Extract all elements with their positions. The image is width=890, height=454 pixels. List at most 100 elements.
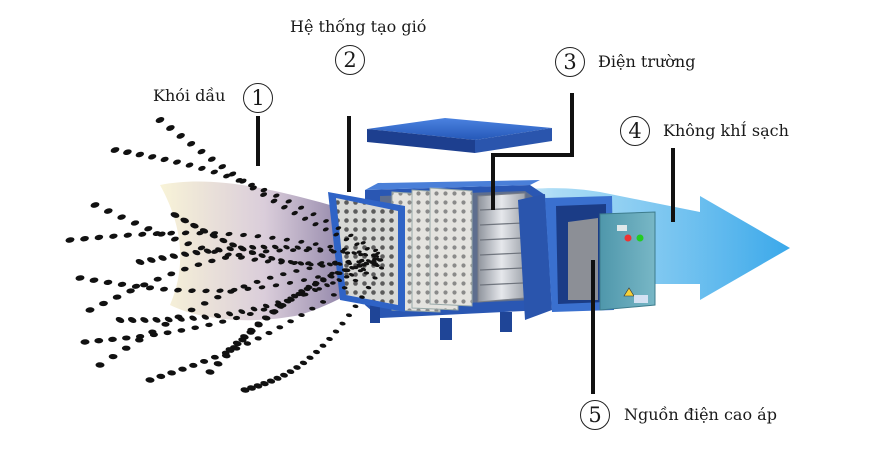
smoke-particle [89,277,99,283]
smoke-particle [156,373,166,380]
smoke-particle [294,245,301,250]
smoke-particle [205,322,213,328]
smoke-particle [261,315,270,321]
smoke-particle [298,239,305,244]
smoke-particle [264,259,272,264]
smoke-particle [225,347,235,353]
leader-line-3 [491,93,574,210]
smoke-particle [280,272,287,277]
smoke-particle [340,249,346,254]
smoke-particle [315,275,321,279]
smoke-particle [260,187,268,193]
smoke-particle [359,295,365,299]
smoke-particle [127,317,137,323]
smoke-particle [180,217,190,224]
smoke-particle [268,256,276,261]
smoke-particle [343,275,350,279]
smoke-particle [213,313,222,319]
smoke-particle [298,205,305,210]
smoke-particle [138,231,147,237]
smoke-particle [363,271,370,275]
smoke-particle [197,245,206,251]
smoke-particle [123,232,132,238]
smoke-particle [205,369,215,375]
smoke-particle [356,250,362,254]
smoke-particle [123,149,132,156]
smoke-particle [276,248,283,253]
smoke-particle [287,296,294,301]
smoke-particle [185,162,194,168]
smoke-particle [145,285,155,291]
smoke-particle [99,300,108,307]
smoke-particle [276,303,285,309]
smoke-particle [293,269,300,273]
label-electric-field: Điện trường [598,52,696,71]
smoke-particle [378,266,385,270]
smoke-particle [275,300,282,305]
smoke-particle [272,244,279,250]
smoke-particle [216,288,224,293]
smoke-particle [327,273,334,279]
high-voltage-power-box [568,211,656,311]
smoke-particle [250,306,258,312]
smoke-particle [312,242,319,246]
smoke-particle [147,257,156,263]
smoke-particle [176,133,185,139]
smoke-particle [225,231,233,237]
smoke-particle [228,171,237,177]
smoke-particle [365,285,372,290]
smoke-particle [167,271,176,277]
smoke-particle [170,212,180,218]
smoke-particle [363,261,370,266]
smoke-particle [108,336,117,342]
smoke-particle [298,289,306,294]
smoke-particle [187,141,196,147]
smoke-particle [103,279,113,286]
smoke-particle [122,335,131,341]
smoke-particle [208,258,216,264]
smoke-particle [330,293,337,297]
smoke-particle [326,336,333,341]
smoke-particle [226,311,234,317]
smoke-particle [349,265,356,270]
smoke-particle [173,159,181,165]
smoke-particle [260,380,269,387]
smoke-particle [85,307,95,313]
smoke-particle [309,306,316,311]
smoke-particle [272,283,280,288]
smoke-particle [270,198,278,204]
smoke-particle [373,261,379,266]
smoke-particle [163,330,172,336]
smoke-particle [246,311,254,317]
smoke-particle [352,278,359,283]
smoke-particle [305,284,313,290]
smoke-particle [192,249,201,256]
smoke-particle [219,237,228,244]
smoke-particle [229,242,237,248]
smoke-particle [153,276,162,282]
smoke-particle [345,313,353,318]
smoke-particle [278,258,285,263]
smoke-particle [260,192,268,197]
smoke-particle [202,288,210,294]
smoke-particle [356,263,363,268]
smoke-particle [290,293,299,299]
smoke-particle [243,341,252,346]
smoke-particle [200,301,209,306]
smoke-particle [181,230,190,236]
smoke-particle [317,262,324,267]
electric-field-plates [477,192,526,303]
smoke-particle [258,285,266,290]
number-5-icon: 5 [580,400,610,430]
smoke-particle [145,377,155,383]
smoke-particle [276,325,284,330]
number-1-icon: 1 [243,83,273,113]
smoke-particle [174,287,182,293]
smoke-particle [341,268,348,273]
smoke-particle [298,313,305,318]
smoke-particle [248,250,257,255]
smoke-particle [189,362,198,368]
smoke-particle [273,375,282,381]
smoke-particle [167,370,176,376]
smoke-particle [336,262,343,266]
